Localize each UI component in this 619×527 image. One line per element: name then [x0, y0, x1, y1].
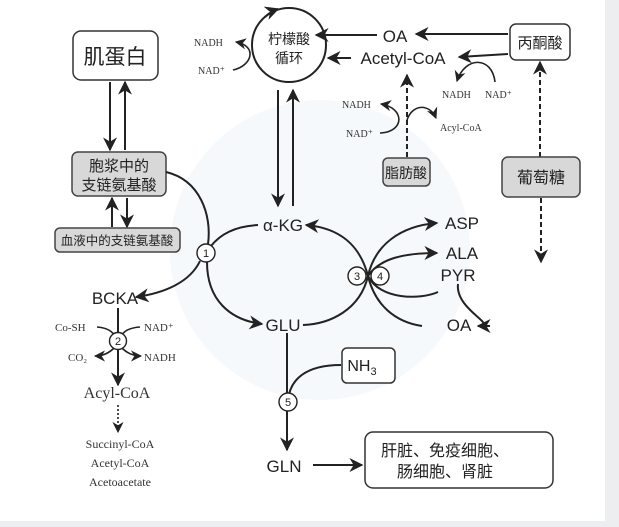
pdh-nadh: NADH [442, 90, 471, 101]
tca-label-1: 柠檬酸 [268, 31, 310, 47]
tca-nad-arrow [232, 38, 251, 71]
pyruvate-label: 丙酮酸 [517, 35, 562, 52]
step-2-label: 2 [115, 336, 121, 348]
bckd-nadh-label: NADH [144, 352, 176, 364]
step-3-label: 3 [354, 271, 360, 283]
arrow-step1-to-glu [206, 261, 264, 330]
succinyl-coa-label: Succinyl-CoA [86, 437, 155, 451]
co2-label: CO₂ [68, 352, 87, 364]
acetyl-coa-top: Acetyl-CoA [360, 49, 446, 68]
fa-nadh: NADH [342, 100, 371, 111]
step-5-circle [278, 392, 298, 412]
step-5-label: 5 [285, 397, 291, 409]
arrow-pyruvate-to-acetylcoa [457, 49, 509, 64]
glucose-box [501, 156, 581, 198]
targets-label-2: 肠细胞、肾脏 [397, 463, 493, 481]
myoprotein-label: 肌蛋白 [84, 46, 147, 69]
glucose-label: 葡萄糖 [517, 169, 565, 187]
tca-nad: NAD⁺ [198, 66, 225, 77]
bckd-nad-label: NAD⁺ [144, 322, 174, 334]
fatty-acid-box [382, 157, 431, 187]
acetyl-coa-bottom-label: Acetyl-CoA [91, 456, 150, 470]
oa-top: OA [383, 27, 408, 46]
tca-cycle-arrow [263, 6, 280, 20]
acyl-coa-label: Acyl-CoA [84, 385, 151, 402]
step-to-oa-line [367, 275, 423, 327]
fa-acyl-coa: Acyl-CoA [440, 123, 482, 134]
fa-acylcoa-arrow [406, 106, 438, 121]
cyto-bcaa-label-2: 支链氨基酸 [81, 177, 156, 194]
step-1-circle [196, 243, 216, 263]
fa-nad-arrow [379, 100, 400, 134]
pdh-nad-arrow [454, 61, 496, 83]
myoprotein-box [72, 30, 159, 81]
blood-bcaa-label: 血液中的支链氨基酸 [61, 233, 174, 248]
bottom-border [0, 521, 619, 527]
step-4-label: 4 [377, 271, 383, 283]
right-border [605, 0, 619, 527]
cyto-bcaa-label-1: 胞浆中的 [89, 157, 149, 175]
pyr-to-step4-line [367, 275, 439, 298]
targets-box [364, 431, 554, 489]
cyto-to-step1-line [165, 171, 210, 245]
asp-label: ASP [445, 214, 479, 233]
step-3-circle [347, 266, 367, 286]
nh3-box [341, 347, 396, 384]
arrow-step1-to-bcka [134, 260, 201, 303]
blood-bcaa-box [54, 227, 181, 253]
acetoacetate-label: Acetoacetate [89, 475, 151, 489]
akg-label: α-KG [263, 216, 303, 235]
step-4-circle [370, 266, 390, 286]
cosh-label: Co-SH [55, 322, 86, 334]
targets-label-1: 肝脏、免疫细胞、 [381, 442, 509, 460]
ala-label: ALA [446, 244, 479, 263]
bcka-label: BCKA [92, 289, 139, 308]
cyto-bcaa-box [71, 151, 167, 197]
gln-label: GLN [267, 457, 302, 476]
step-2-circle [108, 331, 128, 351]
tca-nadh: NADH [194, 38, 223, 49]
step-1-label: 1 [203, 248, 209, 260]
tca-cycle-circle [251, 7, 327, 83]
pyr-label: PYR [441, 266, 476, 285]
glu-to-step3-line [302, 275, 369, 326]
arrow-to-asp [367, 217, 439, 277]
nh3-label: NH3 [347, 358, 376, 378]
oa-bottom-label: OA [447, 316, 472, 335]
pdh-nad: NAD⁺ [485, 90, 512, 101]
arrow-to-akg [304, 219, 369, 277]
glu-label: GLU [266, 316, 301, 335]
tca-label-2: 循环 [275, 50, 303, 66]
fatty-acid-label: 脂肪酸 [385, 165, 427, 181]
fa-nad: NAD⁺ [346, 129, 373, 140]
pyruvate-box [509, 23, 571, 61]
step1-to-akg-line [210, 224, 259, 247]
